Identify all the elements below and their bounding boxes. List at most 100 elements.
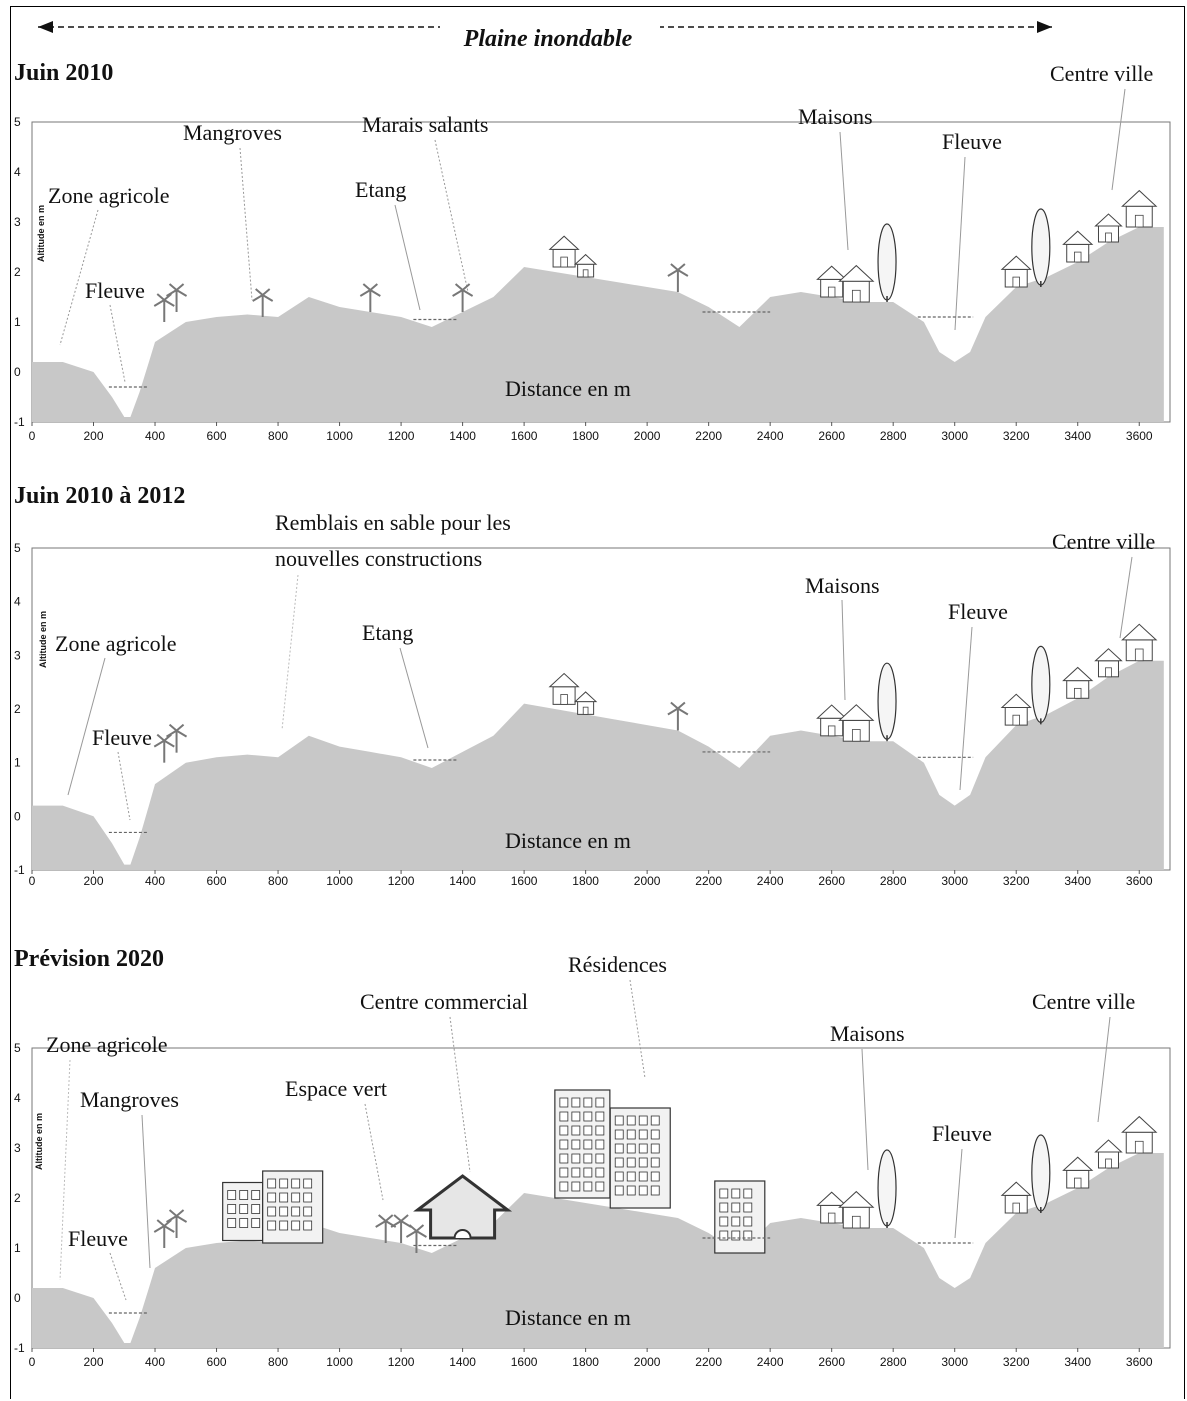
terrain-profile	[32, 660, 1164, 870]
x-tick-label: 2400	[757, 429, 784, 443]
building-icon	[222, 1181, 264, 1242]
y-axis-label: Altitude en m	[38, 611, 48, 668]
x-tick-label: 1800	[572, 1355, 599, 1369]
building-icon	[714, 1180, 766, 1254]
floodplain-label: Plaine inondable	[463, 26, 633, 52]
label-fleuve: Fleuve	[85, 278, 145, 303]
y-tick-label: 3	[14, 1141, 21, 1155]
x-tick-label: 800	[268, 429, 288, 443]
house-icon	[573, 253, 598, 278]
label-maisons: Maisons	[798, 104, 873, 129]
x-tick-label: 1200	[388, 429, 415, 443]
x-tick-label: 1000	[326, 874, 353, 888]
house-icon	[1000, 255, 1032, 288]
house-icon	[838, 1190, 875, 1229]
house-icon	[1000, 693, 1032, 726]
palm-tree-icon	[359, 283, 381, 312]
x-tick-label: 400	[145, 1355, 165, 1369]
panel-title: Juin 2010 à 2012	[14, 483, 185, 509]
house-icon	[1062, 666, 1094, 699]
x-tick-label: 200	[83, 1355, 103, 1369]
x-tick-label: 800	[268, 1355, 288, 1369]
y-tick-label: 5	[14, 541, 21, 555]
x-axis-label: Distance en m	[505, 376, 631, 401]
x-tick-label: 600	[207, 1355, 227, 1369]
x-tick-label: 3000	[941, 1355, 968, 1369]
house-icon	[816, 1191, 848, 1224]
label-maisons: Maisons	[830, 1021, 905, 1046]
y-tick-label: -1	[14, 1341, 25, 1355]
y-tick-label: 4	[14, 165, 21, 179]
house-icon	[816, 265, 848, 298]
y-tick-label: 5	[14, 115, 21, 129]
landscape-drawings	[153, 1089, 1158, 1254]
house-icon	[1000, 1181, 1032, 1214]
y-tick-label: 2	[14, 265, 21, 279]
y-tick-label: 4	[14, 595, 21, 609]
label-espace-vert: Espace vert	[285, 1076, 387, 1101]
y-tick-label: 1	[14, 1241, 21, 1255]
shopping-center-icon	[413, 1174, 513, 1240]
mangrove-icon	[153, 293, 175, 322]
label-remblais-2: nouvelles constructions	[275, 546, 482, 571]
green-space-tree-icon	[375, 1214, 397, 1243]
mangrove-icon	[166, 283, 188, 312]
tree-icon	[1031, 645, 1051, 725]
x-axis-label: Distance en m	[505, 828, 631, 853]
label-zone-agricole: Zone agricole	[46, 1032, 168, 1057]
cypress-tree-icon	[877, 662, 897, 742]
label-centre-ville: Centre ville	[1052, 529, 1155, 554]
house-icon	[838, 704, 875, 742]
house-icon	[1094, 1139, 1123, 1169]
y-tick-label: 0	[14, 1291, 21, 1305]
y-tick-label: 0	[14, 365, 21, 379]
green-space-tree-icon	[390, 1214, 412, 1243]
y-tick-label: -1	[14, 415, 25, 429]
y-tick-label: 0	[14, 809, 21, 823]
x-tick-label: 1800	[572, 429, 599, 443]
panel-title: Juin 2010	[14, 60, 113, 86]
x-tick-label: 3000	[941, 874, 968, 888]
x-tick-label: 1400	[449, 429, 476, 443]
mangrove-icon	[166, 1209, 188, 1238]
x-axis-label: Distance en m	[505, 1305, 631, 1330]
x-tick-label: 400	[145, 874, 165, 888]
x-tick-label: 400	[145, 429, 165, 443]
y-tick-label: 4	[14, 1091, 21, 1105]
house-icon	[1121, 623, 1158, 662]
label-mangroves: Mangroves	[80, 1087, 179, 1112]
label-centre-ville: Centre ville	[1050, 61, 1153, 86]
house-icon	[573, 691, 598, 715]
building-icon	[554, 1089, 611, 1199]
x-tick-label: 2200	[695, 429, 722, 443]
house-icon	[816, 704, 848, 737]
house-icon	[1094, 213, 1123, 243]
y-tick-label: 2	[14, 702, 21, 716]
x-tick-label: 3600	[1126, 874, 1153, 888]
x-tick-label: 3400	[1064, 874, 1091, 888]
x-tick-label: 800	[268, 874, 288, 888]
x-tick-label: 2800	[880, 429, 907, 443]
building-icon	[609, 1107, 671, 1209]
label-fleuve-2: Fleuve	[932, 1121, 992, 1146]
label-centre-commercial: Centre commercial	[360, 989, 528, 1014]
y-axis-label: Altitude en m	[36, 205, 46, 262]
cypress-tree-icon	[877, 223, 897, 302]
house-icon	[838, 264, 875, 303]
y-tick-label: 3	[14, 215, 21, 229]
building-icon	[262, 1170, 324, 1244]
tree-icon	[1031, 208, 1051, 287]
x-tick-label: 1400	[449, 1355, 476, 1369]
x-tick-label: 3600	[1126, 1355, 1153, 1369]
label-remblais-1: Remblais en sable pour les	[275, 510, 511, 535]
palm-tree-icon	[452, 283, 474, 312]
x-tick-label: 3600	[1126, 429, 1153, 443]
x-tick-label: 1200	[388, 874, 415, 888]
